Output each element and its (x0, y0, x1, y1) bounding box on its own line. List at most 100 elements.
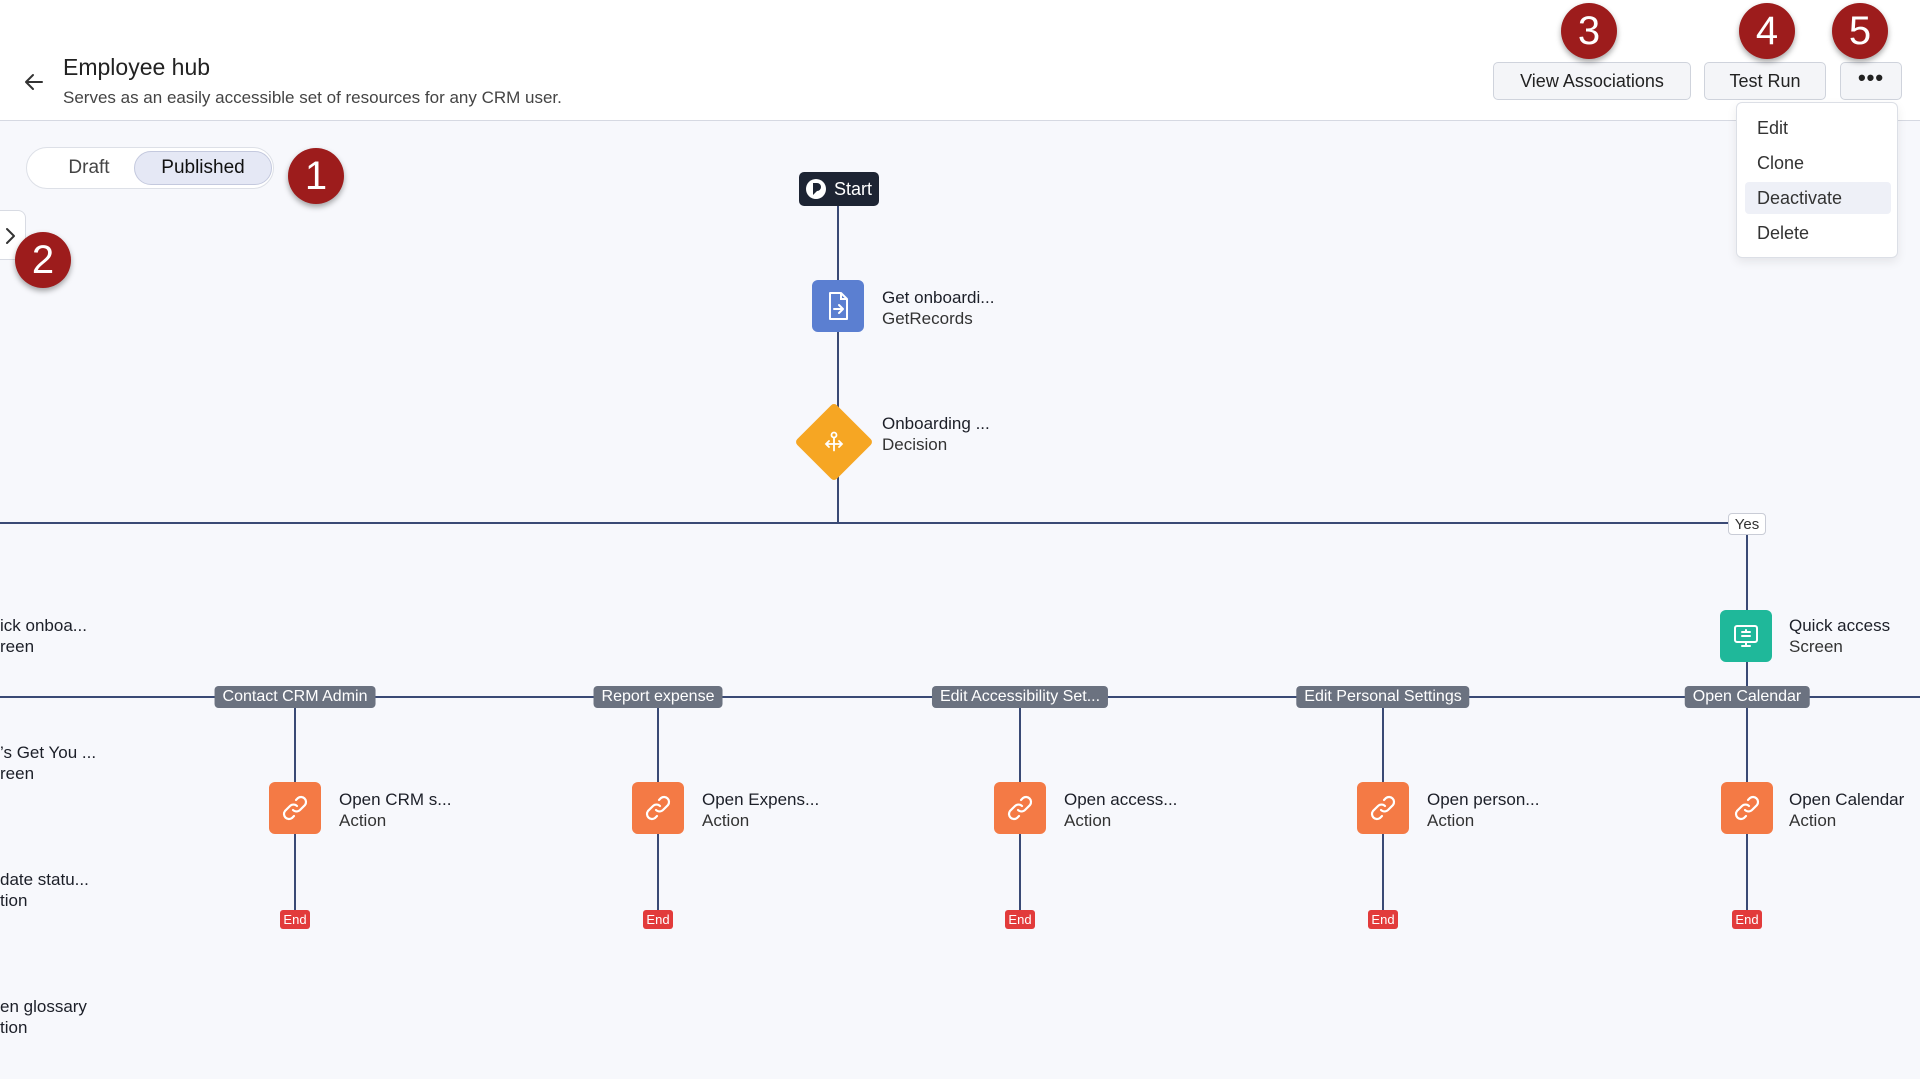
connector-line (294, 708, 296, 782)
start-node[interactable]: Start (799, 172, 879, 206)
connector-line (1746, 662, 1748, 697)
annotation-marker-5: 5 (1832, 3, 1888, 59)
get-records-text: Get onboardi... GetRecords (882, 287, 994, 329)
decision-text: Onboarding ... Decision (882, 413, 990, 455)
document-import-icon (829, 292, 848, 320)
menu-item-deactivate[interactable]: Deactivate (1745, 182, 1891, 214)
left-node-text: en glossary tion (0, 996, 87, 1038)
more-options-menu: Edit Clone Deactivate Delete (1736, 102, 1898, 258)
node-title: date statu... (0, 870, 89, 889)
connector-line (837, 332, 839, 412)
menu-item-edit[interactable]: Edit (1757, 118, 1789, 138)
node-type: Decision (882, 435, 948, 454)
node-title: Open access... (1064, 790, 1178, 809)
branch-label-report-expense[interactable]: Report expense (593, 686, 723, 708)
connector-line (1746, 834, 1748, 910)
node-title: Quick access (1789, 616, 1891, 635)
page-subtitle: Serves as an easily accessible set of re… (63, 88, 562, 107)
branch-label-edit-accessibility[interactable]: Edit Accessibility Set... (931, 686, 1109, 708)
node-title: Onboarding ... (882, 414, 990, 433)
action-node-open-crm[interactable] (269, 782, 321, 834)
start-label: Start (834, 178, 873, 199)
connector-line (657, 708, 659, 782)
node-title: Open Expens... (702, 790, 820, 809)
left-node-text: ick onboa... reen (0, 615, 87, 657)
connector-line (1019, 834, 1021, 910)
view-associations-button[interactable]: View Associations (1493, 62, 1691, 100)
connector-line (1382, 834, 1384, 910)
node-title: Get onboardi... (882, 288, 995, 307)
get-records-node[interactable] (812, 280, 864, 332)
node-title: ick onboa... (0, 616, 87, 635)
connector-line (657, 834, 659, 910)
action-text: Open Expens... Action (702, 789, 819, 831)
link-icon (1734, 795, 1760, 821)
node-title: Open Calendar (1789, 790, 1905, 809)
node-type: Action (339, 811, 387, 830)
test-run-button[interactable]: Test Run (1704, 62, 1826, 100)
connector-line (1019, 708, 1021, 782)
node-title: Open person... (1427, 790, 1540, 809)
node-type: GetRecords (882, 309, 973, 328)
action-text: Open Calendar Action (1789, 789, 1904, 831)
connector-line (837, 206, 839, 280)
link-icon (1370, 795, 1396, 821)
screen-icon (1734, 625, 1758, 647)
link-icon (1007, 795, 1033, 821)
connector-line (1382, 708, 1384, 782)
end-node: End (1368, 910, 1398, 929)
node-type: tion (0, 1018, 28, 1037)
back-arrow-icon[interactable] (22, 70, 46, 94)
play-icon (806, 179, 826, 199)
chevron-right-icon (6, 228, 15, 244)
node-title: Open CRM s... (339, 790, 452, 809)
branch-label-contact-crm-admin[interactable]: Contact CRM Admin (214, 686, 376, 708)
version-toggle: Draft Published (26, 147, 274, 189)
end-node: End (643, 910, 673, 929)
node-type: Action (1789, 811, 1837, 830)
node-type: tion (0, 891, 28, 910)
more-dots-icon: ••• (1857, 65, 1885, 90)
annotation-marker-1: 1 (288, 148, 344, 204)
action-node-open-access[interactable] (994, 782, 1046, 834)
connector-line (0, 522, 1728, 524)
quick-access-screen-node[interactable] (1720, 610, 1772, 662)
node-type: Screen (1789, 637, 1843, 656)
action-node-open-personal[interactable] (1357, 782, 1409, 834)
node-title: en glossary (0, 997, 87, 1016)
node-title: ’s Get You ... (0, 743, 97, 762)
annotation-marker-2: 2 (15, 232, 71, 288)
connector-line (1746, 535, 1748, 610)
more-options-button[interactable]: ••• (1840, 62, 1902, 100)
connector-line (837, 470, 839, 522)
connector-line (294, 834, 296, 910)
page-title: Employee hub (63, 54, 211, 80)
published-tab[interactable]: Published (134, 151, 272, 185)
menu-item-clone[interactable]: Clone (1757, 153, 1805, 173)
menu-item-delete[interactable]: Delete (1757, 223, 1810, 243)
draft-tab[interactable]: Draft (68, 157, 110, 178)
connector-line (1746, 708, 1748, 782)
node-type: Action (1427, 811, 1475, 830)
node-type: reen (0, 637, 35, 656)
side-panel-toggle[interactable] (0, 210, 26, 260)
end-node: End (1732, 910, 1762, 929)
end-node: End (280, 910, 310, 929)
link-icon (645, 795, 671, 821)
action-node-open-calendar[interactable] (1721, 782, 1773, 834)
end-node: End (1005, 910, 1035, 929)
decision-branch-icon (824, 431, 844, 452)
node-type: reen (0, 764, 35, 783)
node-type: Action (1064, 811, 1112, 830)
action-text: Open person... Action (1427, 789, 1539, 831)
branch-label-open-calendar[interactable]: Open Calendar (1684, 686, 1810, 708)
link-icon (282, 795, 308, 821)
yes-branch-label: Yes (1728, 513, 1766, 535)
node-type: Action (702, 811, 750, 830)
action-node-open-expense[interactable] (632, 782, 684, 834)
action-text: Open CRM s... Action (339, 789, 451, 831)
branch-label-edit-personal-settings[interactable]: Edit Personal Settings (1296, 686, 1470, 708)
annotation-marker-4: 4 (1739, 3, 1795, 59)
quick-access-text: Quick access Screen (1789, 615, 1890, 657)
left-node-text: date statu... tion (0, 869, 89, 911)
